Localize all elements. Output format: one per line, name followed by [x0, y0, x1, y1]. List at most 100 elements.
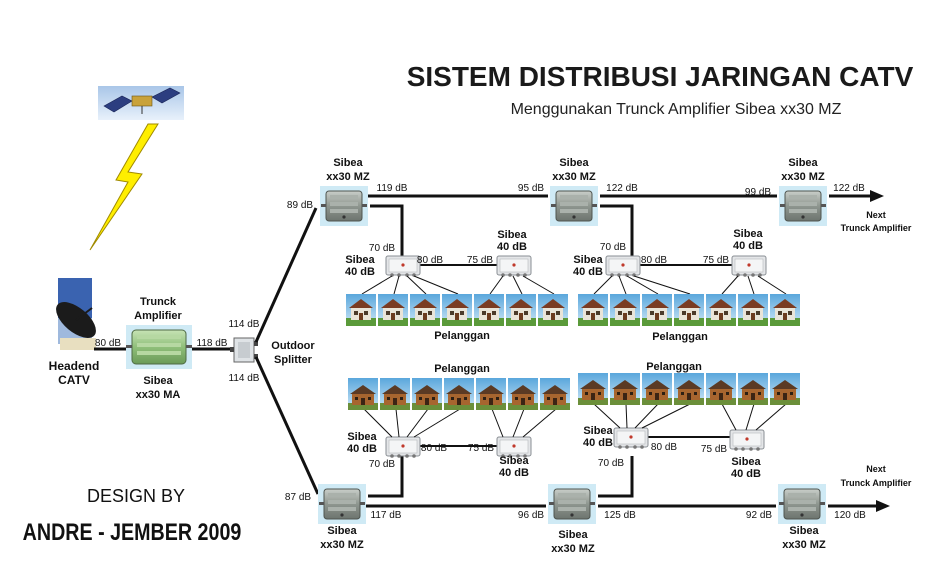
lower-amp3-label-line2: xx30 MZ	[782, 539, 826, 551]
upper-amp2-device	[549, 185, 599, 227]
page-subtitle: Menggunakan Trunck Amplifier Sibea xx30 …	[511, 101, 842, 118]
lower-amp1-device	[317, 483, 367, 525]
satellite-icon	[98, 86, 184, 120]
lower-branch1-tap1-out: 80 dB	[421, 443, 447, 454]
lower-branch2-houses	[578, 373, 800, 405]
upper-branch1-pelanggan-label: Pelanggan	[434, 330, 490, 342]
cable-splitter-upper	[254, 207, 318, 343]
upper-amp2-out-level: 122 dB	[606, 183, 638, 194]
upper-next-arrow	[870, 190, 884, 202]
upper-amp2-label-line1: Sibea	[559, 157, 589, 169]
author-label: ANDRE - JEMBER 2009	[23, 518, 242, 545]
upper-branch2-drop-cables	[593, 275, 787, 295]
lower-next-label-line2: Trunck Amplifier	[841, 478, 912, 488]
lower-branch1-feeder	[368, 456, 404, 498]
lower-amp3-label-line1: Sibea	[789, 525, 819, 537]
lower-branch1-tap1-device	[385, 436, 421, 459]
lower-branch2-tap1-label-line2: 40 dB	[583, 437, 613, 449]
upper-next-label-line1: Next	[866, 210, 886, 220]
lower-amp2-in-level: 96 dB	[518, 510, 544, 521]
lower-amp1-in-level: 87 dB	[285, 492, 311, 503]
upper-branch1-houses	[346, 294, 568, 326]
upper-branch2-tap2-device	[731, 255, 767, 278]
lower-amp2-label-line1: Sibea	[558, 529, 588, 541]
upper-amp3-label-line2: xx30 MZ	[781, 171, 825, 183]
lower-amp2-device	[547, 483, 597, 525]
upper-branch2-tap2-label-line2: 40 dB	[733, 240, 763, 252]
upper-branch2-tap1-label-line1: Sibea	[573, 254, 603, 266]
lower-branch1-tap2-in: 75 dB	[468, 443, 494, 454]
upper-amp3-out-level: 122 dB	[833, 183, 865, 194]
lower-branch2-tap1-device	[613, 427, 649, 450]
lower-amp3-in-level: 92 dB	[746, 510, 772, 521]
trunk-amp-label-bottom-line2: xx30 MA	[136, 389, 181, 401]
upper-branch2-houses	[578, 294, 800, 326]
upper-amp2-in-level: 95 dB	[518, 183, 544, 194]
upper-branch1-tap1-device	[385, 255, 421, 278]
upper-branch2-tap1-out: 80 dB	[641, 255, 667, 266]
upper-amp1-label-line2: xx30 MZ	[326, 171, 370, 183]
upper-branch2-tap1-label-line2: 40 dB	[573, 266, 603, 278]
lower-branch1-tap1-label-line2: 40 dB	[347, 443, 377, 455]
page-title: SISTEM DISTRIBUSI JARINGAN CATV	[407, 61, 914, 92]
lightning-bolt-icon	[89, 123, 159, 251]
upper-branch1-tap1-label-line1: Sibea	[345, 254, 375, 266]
lower-branch2-tap-in: 70 dB	[598, 458, 624, 469]
trunk-amp-label-bottom-line1: Sibea	[143, 375, 173, 387]
headend-label-line1: Headend	[49, 359, 100, 373]
lower-branch1-houses	[348, 378, 570, 410]
headend-label-line2: CATV	[58, 373, 90, 387]
lower-branch2-tap2-label-line1: Sibea	[731, 456, 761, 468]
outdoor-splitter-device	[230, 337, 258, 363]
lower-next-arrow	[876, 500, 890, 512]
lower-branch2-drop-cables	[593, 403, 787, 431]
upper-branch1-drop-cables	[361, 275, 555, 295]
splitter-label-line2: Splitter	[274, 354, 313, 366]
headend-out-level: 80 dB	[95, 338, 121, 349]
lower-amp1-out-level: 117 dB	[371, 510, 402, 521]
upper-branch1-tap2-device	[496, 255, 532, 278]
lower-branch2-pelanggan-label: Pelanggan	[646, 361, 702, 373]
lower-amp1-label-line1: Sibea	[327, 525, 357, 537]
splitter-label-line1: Outdoor	[271, 340, 315, 352]
lower-branch2-tap2-label-line2: 40 dB	[731, 468, 761, 480]
upper-amp3-device	[778, 185, 828, 227]
lower-branch2-tap2-device	[729, 429, 765, 452]
trunk-amp-label-top-line2: Amplifier	[134, 310, 182, 322]
upper-branch1-tap2-in: 75 dB	[467, 255, 493, 266]
lower-branch1-tap2-label-line2: 40 dB	[499, 467, 529, 479]
lower-amp3-out-level: 120 dB	[834, 510, 866, 521]
upper-branch1-tap2-label-line1: Sibea	[497, 229, 527, 241]
lower-next-label-line1: Next	[866, 464, 886, 474]
upper-amp2-label-line2: xx30 MZ	[552, 171, 596, 183]
lower-branch1-pelanggan-label: Pelanggan	[434, 363, 490, 375]
upper-branch1-tap1-out: 80 dB	[417, 255, 443, 266]
upper-amp3-label-line1: Sibea	[788, 157, 818, 169]
satellite-dish-icon	[56, 278, 96, 350]
lower-branch1-tap1-label-line1: Sibea	[347, 431, 377, 443]
upper-next-label-line2: Trunck Amplifier	[841, 223, 912, 233]
splitter-out-top: 114 dB	[229, 319, 260, 330]
upper-branch1-tap2-label-line2: 40 dB	[497, 241, 527, 253]
upper-branch1-tap-in: 70 dB	[369, 243, 395, 254]
trunk-amp-out-level: 118 dB	[197, 338, 228, 349]
lower-branch1-drop-cables	[363, 408, 557, 438]
upper-branch2-tap-in: 70 dB	[600, 242, 626, 253]
trunk-amplifier-device	[126, 325, 192, 369]
upper-amp3-in-level: 99 dB	[745, 187, 771, 198]
splitter-out-bottom: 114 dB	[229, 373, 260, 384]
upper-amp1-device	[319, 185, 369, 227]
trunk-amp-label-top-line1: Trunck	[140, 296, 177, 308]
lower-branch2-tap1-label-line1: Sibea	[583, 425, 613, 437]
cable-splitter-lower	[254, 356, 320, 495]
upper-branch2-tap2-label-line1: Sibea	[733, 228, 763, 240]
upper-branch2-feeder	[600, 204, 634, 256]
lower-amp2-out-level: 125 dB	[604, 510, 636, 521]
lower-amp2-label-line2: xx30 MZ	[551, 543, 595, 555]
upper-branch2-pelanggan-label: Pelanggan	[652, 331, 708, 343]
upper-branch2-tap1-device	[605, 255, 641, 278]
upper-amp1-label-line1: Sibea	[333, 157, 363, 169]
lower-amp3-device	[777, 483, 827, 525]
